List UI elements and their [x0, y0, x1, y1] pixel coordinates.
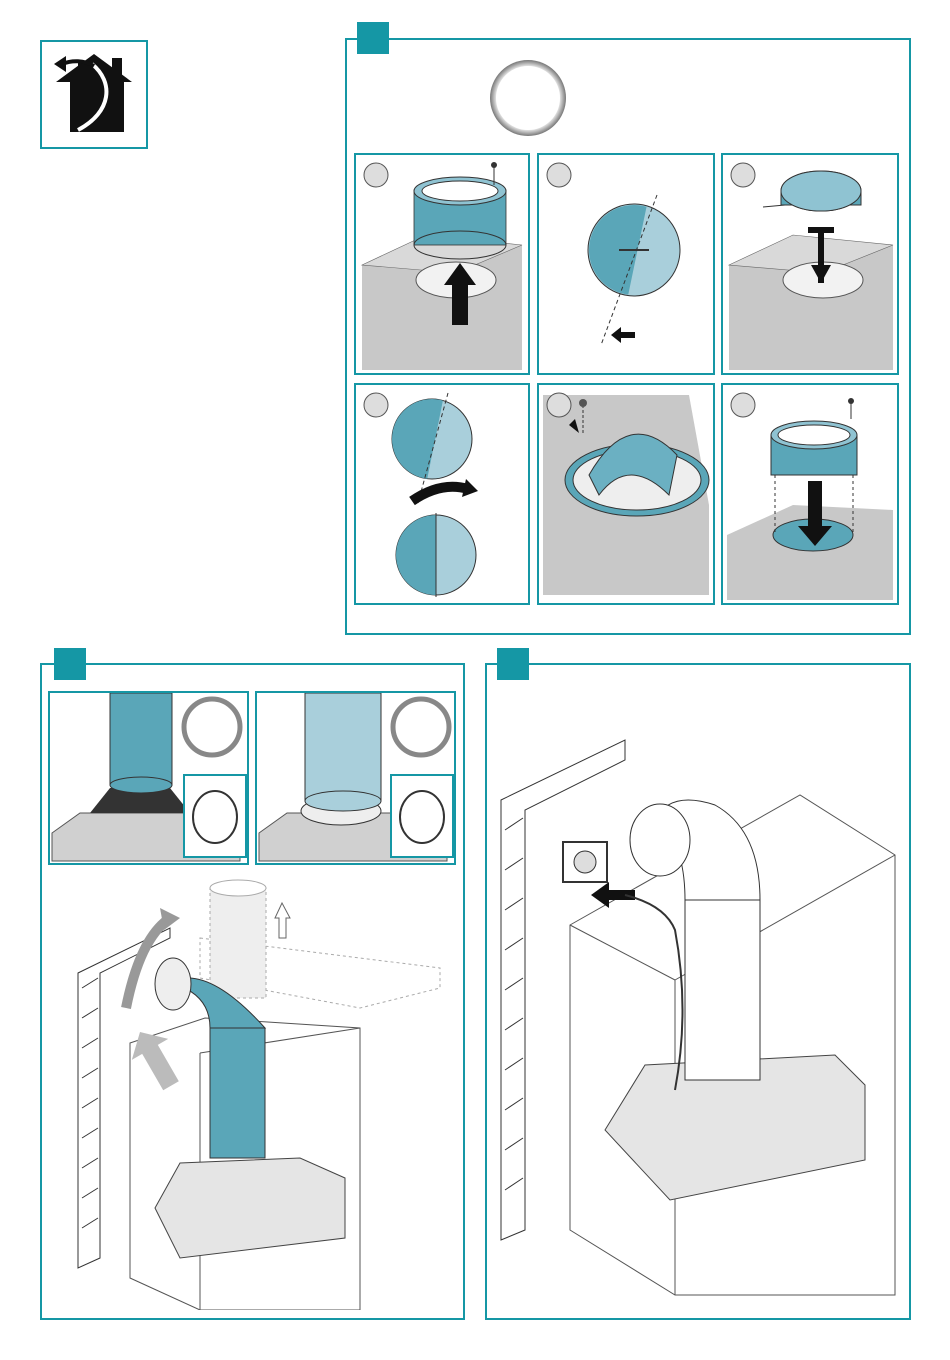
step-panel-2 — [537, 153, 715, 375]
electrical-connection-illustration — [495, 730, 905, 1310]
step-panel-1 — [354, 153, 530, 375]
duct-installation-illustration — [60, 878, 460, 1310]
step-panel-4 — [354, 383, 530, 605]
house-extraction-icon — [42, 42, 146, 147]
electrical-section-tab — [497, 648, 529, 680]
step-panel-5 — [537, 383, 715, 605]
duct-detail-rigid — [48, 691, 249, 865]
duct-section-tab — [54, 648, 86, 680]
damper-section-tab — [357, 22, 389, 54]
grey-ring-icon — [488, 58, 568, 138]
house-extraction-icon-frame — [40, 40, 148, 149]
step-panel-3 — [721, 153, 899, 375]
step-panel-6 — [721, 383, 899, 605]
duct-detail-flexible — [255, 691, 456, 865]
